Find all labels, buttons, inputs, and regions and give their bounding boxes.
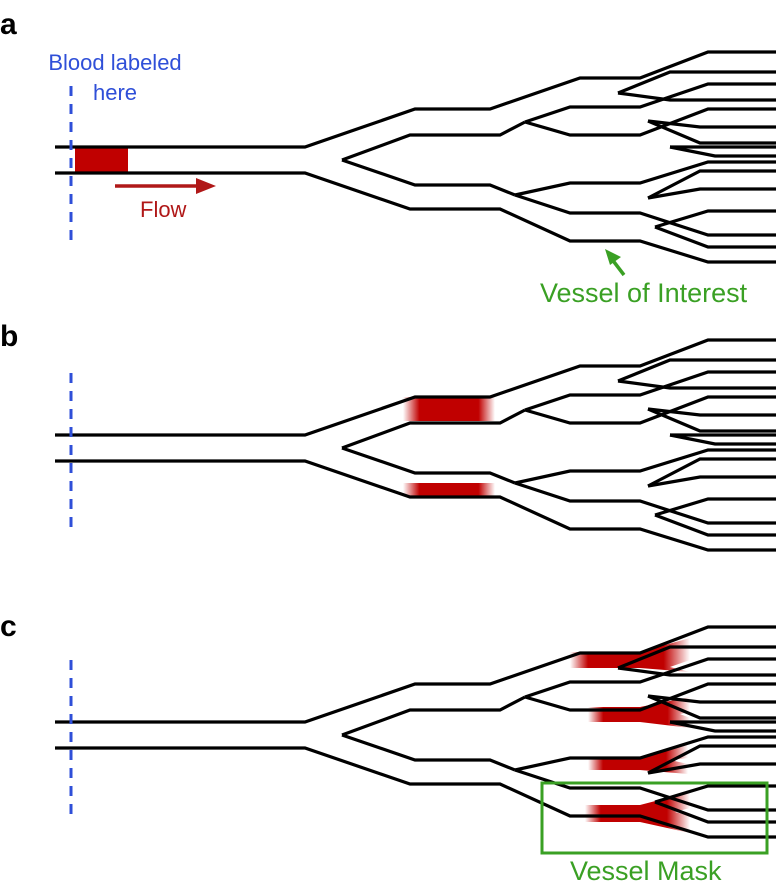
vessel-tree-b xyxy=(53,338,776,552)
flow-arrow-icon xyxy=(115,178,216,194)
vessel-tree-a xyxy=(53,50,776,264)
panel-letter-a: a xyxy=(0,8,17,41)
labeled-blood-c-2 xyxy=(588,697,690,728)
vessel-mask-label: Vessel Mask xyxy=(570,856,722,886)
panel-letter-c: c xyxy=(0,610,17,643)
vessel-mask-box xyxy=(540,781,769,855)
labeled-blood-lower-branch-b xyxy=(403,483,495,497)
panel-a: a Blood labeled here Flow Vessel of Inte… xyxy=(0,8,776,308)
blood-labeled-text-line2: here xyxy=(93,80,137,105)
labeled-blood-c-1 xyxy=(570,638,690,672)
labeled-blood-upper-branch-b xyxy=(403,397,495,421)
blood-labeled-text-line1: Blood labeled xyxy=(48,50,181,75)
vessel-of-interest-arrow-icon xyxy=(605,249,626,277)
panel-c: c Vessel Mask xyxy=(0,610,776,886)
labeled-blood-bolus-a xyxy=(75,148,128,172)
flow-label: Flow xyxy=(140,197,187,222)
panel-letter-b: b xyxy=(0,320,18,353)
vessel-of-interest-label: Vessel of Interest xyxy=(540,278,748,308)
panel-b: b xyxy=(0,320,776,552)
